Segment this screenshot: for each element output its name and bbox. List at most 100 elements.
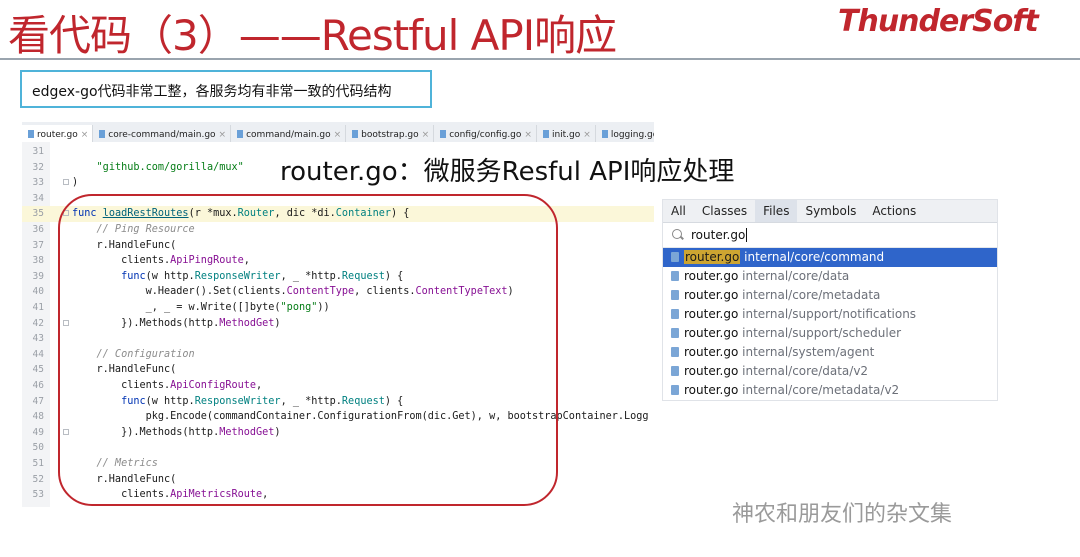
close-tab-icon[interactable]: × bbox=[583, 130, 591, 140]
close-tab-icon[interactable]: × bbox=[421, 130, 430, 140]
line-number: 37 bbox=[32, 239, 44, 251]
code-line: 49 }).Methods(http.MethodGet) bbox=[22, 425, 654, 441]
go-file-icon bbox=[671, 328, 679, 338]
search-result-item[interactable]: router.go internal/support/notifications bbox=[663, 305, 997, 324]
result-text: router.go internal/core/data/v2 bbox=[684, 362, 868, 381]
watermark-text: 神农和朋友们的杂文集 bbox=[732, 502, 953, 527]
search-result-item[interactable]: router.go internal/core/command bbox=[663, 248, 997, 267]
search-result-item[interactable]: router.go internal/core/metadata bbox=[663, 286, 997, 305]
code-text: w.Header().Set(clients.ContentType, clie… bbox=[72, 286, 514, 298]
search-icon bbox=[672, 229, 682, 239]
go-file-icon bbox=[671, 385, 679, 395]
go-file-icon bbox=[671, 309, 679, 319]
search-tab-bar: All Classes Files Symbols Actions bbox=[663, 200, 997, 223]
code-text: "github.com/gorilla/mux" bbox=[96, 161, 244, 173]
code-text: // Metrics bbox=[72, 458, 158, 469]
go-file-icon bbox=[542, 130, 549, 138]
code-text: clients.ApiMetricsRoute, bbox=[72, 489, 269, 501]
editor-tab[interactable]: router.go× bbox=[22, 125, 94, 142]
callout-box: edgex-go代码非常工整，各服务均有非常一致的代码结构 bbox=[20, 70, 432, 108]
search-tab-all[interactable]: All bbox=[671, 204, 686, 218]
go-file-icon bbox=[440, 130, 447, 138]
code-line: 37 r.HandleFunc( bbox=[22, 238, 654, 254]
editor-tab[interactable]: core-command/main.go× bbox=[93, 125, 232, 142]
search-input[interactable]: router.go bbox=[663, 223, 997, 248]
line-number: 43 bbox=[32, 333, 44, 345]
editor-tab[interactable]: command/main.go× bbox=[231, 125, 347, 142]
line-number: 41 bbox=[32, 302, 44, 313]
line-number: 42 bbox=[32, 317, 44, 329]
result-filename: router.go bbox=[684, 364, 739, 378]
result-filename: router.go bbox=[684, 250, 741, 264]
result-path: internal/core/metadata/v2 bbox=[738, 383, 900, 397]
result-path: internal/core/metadata bbox=[738, 288, 881, 302]
close-tab-icon[interactable]: × bbox=[218, 130, 227, 140]
search-tab-actions[interactable]: Actions bbox=[872, 204, 917, 218]
line-number: 36 bbox=[32, 224, 44, 235]
code-line: 42 }).Methods(http.MethodGet) bbox=[22, 316, 654, 332]
editor-tab[interactable]: bootstrap.go× bbox=[346, 125, 435, 142]
line-number: 40 bbox=[32, 286, 44, 298]
fold-marker-icon[interactable] bbox=[63, 428, 69, 435]
search-tab-files[interactable]: Files bbox=[755, 200, 798, 222]
close-tab-icon[interactable]: × bbox=[333, 130, 342, 140]
editor-tab[interactable]: config/config.go× bbox=[434, 125, 537, 142]
result-text: router.go internal/core/data bbox=[684, 267, 849, 286]
editor-tab-label: bootstrap.go bbox=[361, 130, 419, 140]
search-result-item[interactable]: router.go internal/core/data bbox=[663, 267, 997, 286]
editor-tab-label: init.go bbox=[551, 130, 581, 140]
result-filename: router.go bbox=[684, 345, 739, 359]
go-file-icon bbox=[671, 271, 679, 281]
text-caret bbox=[746, 228, 747, 242]
code-line: 46 clients.ApiConfigRoute, bbox=[22, 378, 654, 394]
fold-marker-icon[interactable] bbox=[63, 319, 69, 326]
editor-tab[interactable]: logging.go× bbox=[596, 125, 654, 142]
editor-tab[interactable]: init.go× bbox=[537, 125, 596, 142]
search-query: router.go bbox=[691, 228, 746, 242]
line-number: 53 bbox=[32, 489, 44, 501]
result-filename: router.go bbox=[684, 288, 739, 302]
code-text: // Configuration bbox=[72, 348, 195, 360]
code-line: 32 "github.com/gorilla/mux" bbox=[22, 160, 654, 176]
result-path: internal/support/scheduler bbox=[738, 326, 902, 340]
code-line: 34 bbox=[22, 191, 654, 207]
result-filename: router.go bbox=[684, 307, 739, 321]
search-result-item[interactable]: router.go internal/system/agent bbox=[663, 343, 997, 362]
line-number: 32 bbox=[32, 161, 44, 173]
search-everywhere-popup[interactable]: All Classes Files Symbols Actions router.go … bbox=[662, 199, 998, 401]
close-tab-icon[interactable]: × bbox=[524, 130, 532, 140]
result-path: internal/core/data bbox=[738, 269, 850, 283]
highlight-oval bbox=[58, 194, 558, 506]
result-text: router.go internal/core/command bbox=[684, 248, 884, 267]
search-tab-classes[interactable]: Classes bbox=[701, 204, 748, 218]
result-path: internal/support/notifications bbox=[738, 307, 917, 321]
line-number: 44 bbox=[32, 348, 44, 360]
result-filename: router.go bbox=[684, 269, 739, 283]
line-number: 33 bbox=[32, 177, 44, 189]
line-number: 46 bbox=[32, 380, 44, 391]
close-tab-icon[interactable]: × bbox=[80, 130, 89, 140]
search-result-item[interactable]: router.go internal/support/scheduler bbox=[663, 324, 997, 343]
go-file-icon bbox=[601, 130, 608, 138]
go-file-icon bbox=[28, 130, 34, 138]
code-text: ) bbox=[72, 177, 79, 189]
code-text: clients.ApiPingRoute, bbox=[72, 255, 250, 267]
line-number: 34 bbox=[32, 192, 44, 204]
result-path: internal/system/agent bbox=[738, 345, 875, 359]
code-line: 50 bbox=[22, 440, 654, 456]
go-file-icon bbox=[352, 130, 359, 138]
code-line: 52 r.HandleFunc( bbox=[22, 472, 654, 488]
search-tab-symbols[interactable]: Symbols bbox=[805, 204, 857, 218]
search-result-item[interactable]: router.go internal/core/data/v2 bbox=[663, 362, 997, 381]
fold-marker-icon[interactable] bbox=[63, 179, 69, 186]
search-result-item[interactable]: router.go internal/core/metadata/v2 bbox=[663, 381, 997, 400]
code-text: }).Methods(http.MethodGet) bbox=[72, 317, 281, 329]
result-text: router.go internal/support/notifications bbox=[684, 305, 916, 324]
line-number: 38 bbox=[32, 255, 44, 267]
line-number: 49 bbox=[32, 426, 44, 438]
go-file-icon bbox=[99, 130, 106, 138]
code-text: clients.ApiConfigRoute, bbox=[72, 380, 263, 391]
code-line: 39 func(w http.ResponseWriter, _ *http.R… bbox=[22, 269, 654, 285]
